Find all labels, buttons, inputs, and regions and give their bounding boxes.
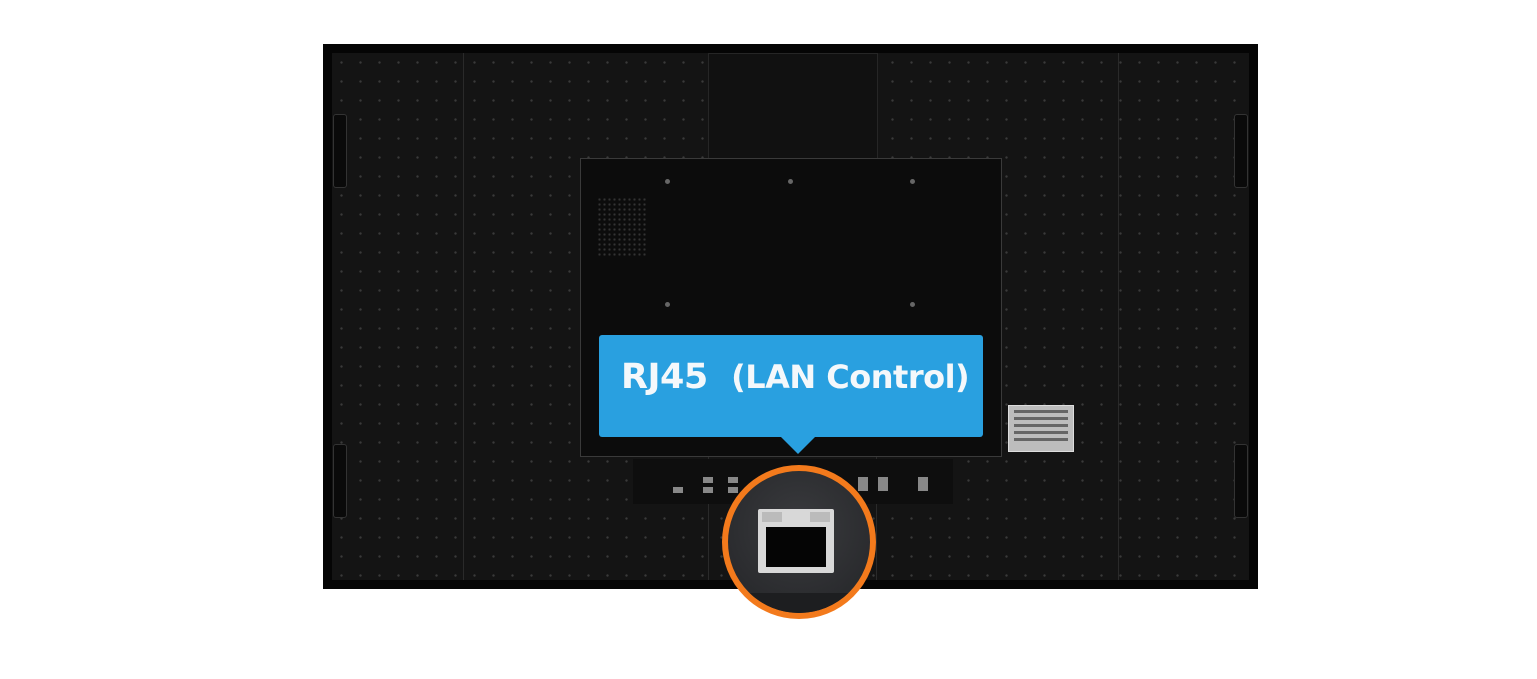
- panel-divider: [463, 53, 464, 580]
- callout-main-text: RJ45: [621, 357, 708, 397]
- vent-grille: [597, 197, 647, 257]
- screw: [665, 302, 670, 307]
- monitor-rear-view: [323, 44, 1258, 589]
- zoom-highlight-circle: [722, 465, 876, 619]
- handle: [1234, 114, 1248, 188]
- top-cover: [708, 53, 878, 165]
- handle: [333, 114, 347, 188]
- label-sticker: [1008, 405, 1074, 452]
- screw: [665, 179, 670, 184]
- callout-sub-text: (LAN Control): [731, 358, 970, 396]
- handle: [333, 444, 347, 518]
- screw: [910, 302, 915, 307]
- screw: [788, 179, 793, 184]
- screw: [910, 179, 915, 184]
- handle: [1234, 444, 1248, 518]
- panel-divider: [1118, 53, 1119, 580]
- rj45-port-icon: [758, 509, 834, 573]
- callout-label: RJ45 (LAN Control): [599, 335, 983, 454]
